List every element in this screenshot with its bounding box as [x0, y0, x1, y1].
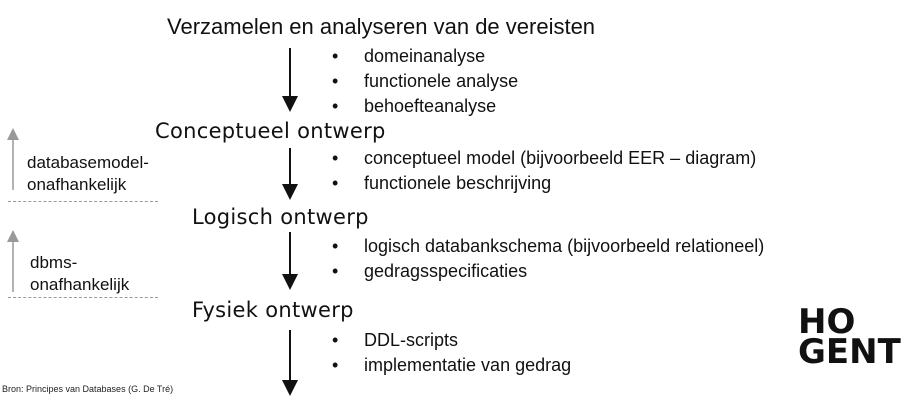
source-citation: Bron: Principes van Databases (G. De Tré…	[2, 384, 174, 394]
phase-logisch: Logisch ontwerp	[192, 205, 369, 229]
bullet-item: implementatie van gedrag	[332, 353, 571, 378]
phase-conceptueel: Conceptueel ontwerp	[155, 119, 386, 143]
phase-fysiek: Fysiek ontwerp	[192, 298, 354, 322]
bullet-list-fysiek: DDL-scripts implementatie van gedrag	[332, 328, 571, 378]
bullet-list-logisch: logisch databankschema (bijvoorbeeld rel…	[332, 234, 764, 284]
bullet-item: conceptueel model (bijvoorbeeld EER – di…	[332, 146, 756, 171]
side-label-dbms: dbms- onafhankelijk	[30, 252, 129, 296]
bullet-item: logisch databankschema (bijvoorbeeld rel…	[332, 234, 764, 259]
dashed-divider	[8, 297, 158, 298]
diagram-title: Verzamelen en analyseren van de vereiste…	[167, 14, 596, 39]
bullet-item: DDL-scripts	[332, 328, 571, 353]
bullet-item: functionele beschrijving	[332, 171, 756, 196]
bullet-item: domeinanalyse	[332, 44, 518, 69]
logo-line: GENT	[798, 332, 901, 372]
bullet-item: gedragsspecificaties	[332, 259, 764, 284]
side-label-line: databasemodel-	[27, 153, 149, 172]
side-label-line: onafhankelijk	[27, 175, 127, 194]
bullet-item: behoefteanalyse	[332, 94, 518, 119]
side-label-line: onafhankelijk	[30, 275, 130, 294]
side-label-databasemodel: databasemodel- onafhankelijk	[27, 152, 149, 196]
bullet-item: functionele analyse	[332, 69, 518, 94]
bullet-list-conceptueel: conceptueel model (bijvoorbeeld EER – di…	[332, 146, 756, 196]
logo-line: HO	[798, 302, 856, 342]
hogent-logo: HO GENT	[798, 302, 901, 372]
dashed-divider	[8, 201, 158, 202]
bullet-list-requirements: domeinanalyse functionele analyse behoef…	[332, 44, 518, 119]
side-label-line: dbms-	[30, 253, 78, 272]
